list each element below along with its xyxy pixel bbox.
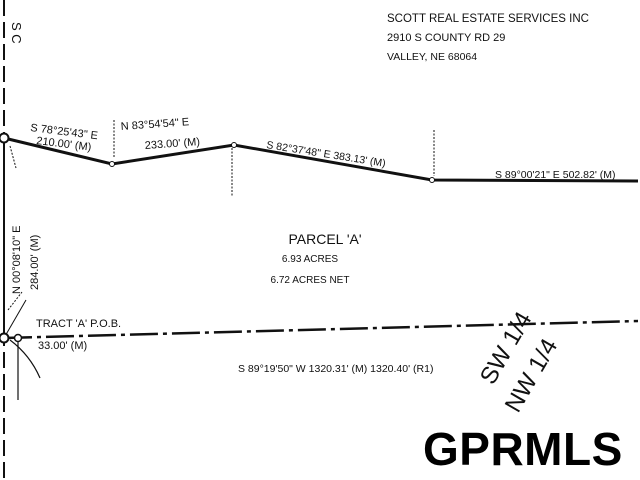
parcel-acres: 6.93 ACRES xyxy=(282,254,338,265)
parcel-net-acres: 6.72 ACRES NET xyxy=(271,275,350,286)
pob-detail-curve xyxy=(9,339,41,379)
owner-name: SCOTT REAL ESTATE SERVICES INC xyxy=(387,13,589,25)
pob-label: TRACT 'A' P.O.B. xyxy=(36,318,121,330)
mls-watermark: GPRMLS xyxy=(423,423,623,475)
angle-tick-5 xyxy=(7,291,23,311)
angle-point-3 xyxy=(429,177,435,183)
course-2-bearing: N 83°54'54" E xyxy=(120,116,189,133)
angle-point-1 xyxy=(109,161,115,167)
pob-tie-line xyxy=(3,299,27,339)
angle-tick-4 xyxy=(9,145,17,169)
corner-monument-nw xyxy=(0,132,10,144)
corner-monument-sw xyxy=(0,332,10,344)
owner-city: VALLEY, NE 68064 xyxy=(387,51,477,63)
pob-distance: 33.00' (M) xyxy=(38,340,87,352)
owner-street: 2910 S COUNTY RD 29 xyxy=(387,32,505,44)
south-course-label: S 89°19'50" W 1320.31' (M) 1320.40' (R1) xyxy=(238,363,433,375)
course-4-label: S 89°00'21" E 502.82' (M) xyxy=(495,169,616,181)
section-line-label: S C xyxy=(9,22,24,44)
parcel-name: PARCEL 'A' xyxy=(288,231,361,247)
quarter-section-line xyxy=(3,319,639,340)
pob-monument xyxy=(13,333,23,343)
west-bearing: N 00°08'10" E xyxy=(11,225,23,294)
angle-point-2 xyxy=(231,142,237,148)
course-2-distance: 233.00' (M) xyxy=(144,136,200,152)
west-distance: 284.00' (M) xyxy=(29,235,41,290)
